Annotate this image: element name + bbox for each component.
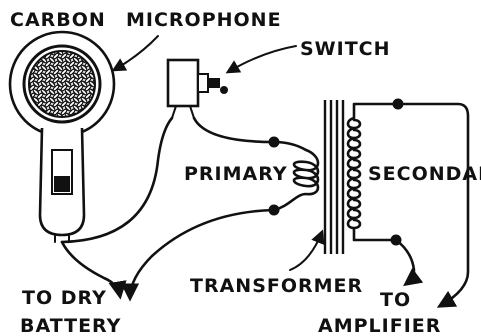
secondary-coil xyxy=(346,102,400,242)
label-to-dry: TO DRY xyxy=(22,287,107,309)
label-microphone: MICROPHONE xyxy=(126,9,282,31)
pointer-microphone xyxy=(111,35,159,72)
primary-coil xyxy=(272,140,320,212)
wire-switch-to-primary xyxy=(192,116,276,144)
label-to: TO xyxy=(380,289,411,311)
primary-terminal-top xyxy=(268,136,280,148)
wire-secondary-to-amplifier-inner xyxy=(394,238,424,287)
label-transformer: TRANSFORMER xyxy=(190,275,363,297)
wire-mic-to-battery xyxy=(60,240,127,300)
label-carbon: CARBON xyxy=(10,9,106,31)
pointer-transformer xyxy=(289,229,325,271)
label-amplifier: AMPLIFIER xyxy=(318,315,441,336)
wire-primary-to-battery xyxy=(120,208,276,302)
wire-mic-to-switch xyxy=(60,116,174,244)
wire-secondary-to-amplifier-outer xyxy=(396,102,470,308)
label-battery: BATTERY xyxy=(20,315,121,336)
primary-terminal-bottom xyxy=(268,204,280,216)
label-switch: SWITCH xyxy=(300,38,391,60)
label-primary: PRIMARY xyxy=(184,163,288,185)
pointer-switch xyxy=(225,45,297,74)
toggle-switch-icon xyxy=(166,58,228,119)
label-secondary: SECONDARY xyxy=(368,163,481,185)
transformer-icon xyxy=(268,98,404,254)
carbon-microphone-icon xyxy=(8,30,116,243)
